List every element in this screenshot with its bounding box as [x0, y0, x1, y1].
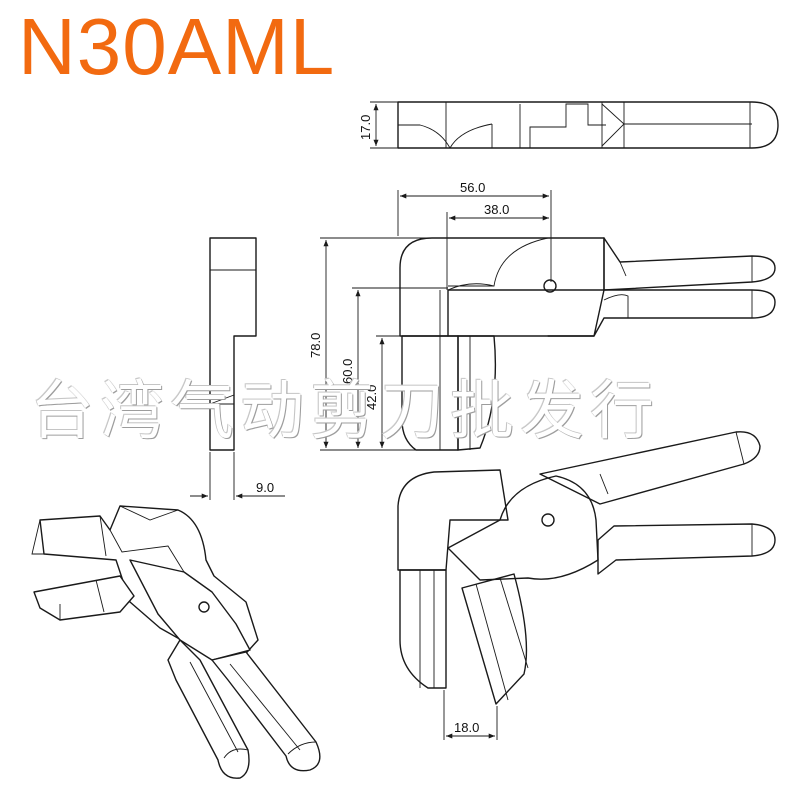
dim-top-height: 17.0 [358, 115, 373, 140]
dim-width-partial: 38.0 [484, 202, 509, 217]
top-view [370, 101, 779, 149]
front-view [320, 190, 776, 451]
dim-height-low: 42.0 [364, 385, 379, 410]
side-view [190, 237, 285, 500]
isometric-view [31, 505, 321, 779]
dim-blade-width: 18.0 [454, 720, 479, 735]
dim-height-total: 78.0 [308, 333, 323, 358]
dim-height-mid: 60.0 [340, 359, 355, 384]
dim-side-thickness: 9.0 [256, 480, 274, 495]
open-view [397, 431, 776, 740]
product-title: N30AML [18, 2, 336, 91]
dim-width-total: 56.0 [460, 180, 485, 195]
